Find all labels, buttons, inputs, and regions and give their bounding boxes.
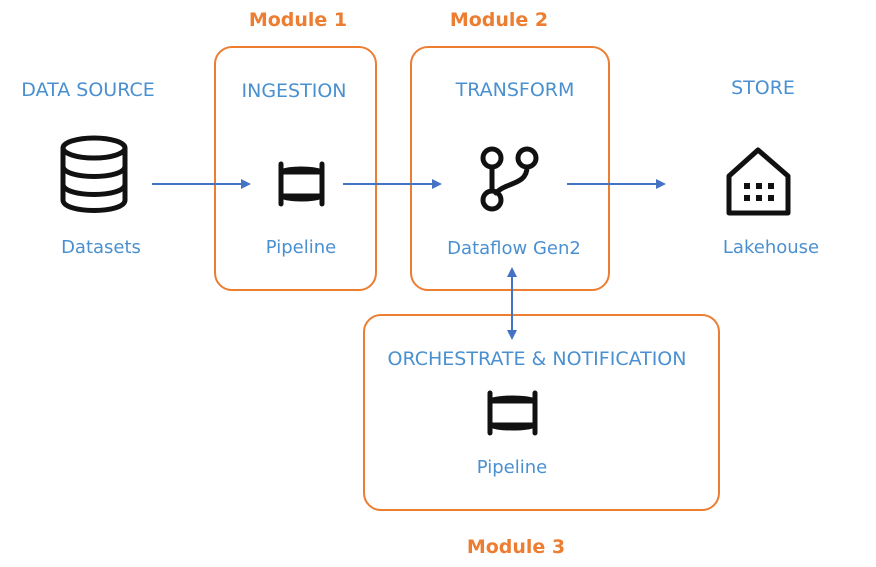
- dataflow-icon: [480, 146, 539, 212]
- module-3-label: Module 3: [466, 536, 566, 558]
- database-icon: [60, 135, 128, 213]
- transform-heading: TRANSFORM: [455, 79, 575, 101]
- module-1-box: [214, 46, 377, 291]
- orchestrate-heading: ORCHESTRATE & NOTIFICATION: [387, 348, 687, 370]
- orchestrate-caption: Pipeline: [476, 457, 548, 478]
- ingestion-heading: INGESTION: [241, 80, 347, 102]
- source-caption: Datasets: [61, 237, 141, 258]
- module-2-label: Module 2: [449, 9, 549, 31]
- store-heading: STORE: [731, 77, 795, 99]
- transform-caption: Dataflow Gen2: [447, 238, 581, 259]
- orchestrate-pipeline-icon: [487, 390, 538, 436]
- module-3-box: [363, 314, 720, 511]
- store-caption: Lakehouse: [722, 237, 820, 258]
- module-1-label: Module 1: [248, 9, 348, 31]
- lakehouse-icon: [726, 147, 791, 216]
- source-heading: DATA SOURCE: [21, 79, 155, 101]
- pipeline-icon: [278, 161, 325, 207]
- ingestion-caption: Pipeline: [265, 237, 337, 258]
